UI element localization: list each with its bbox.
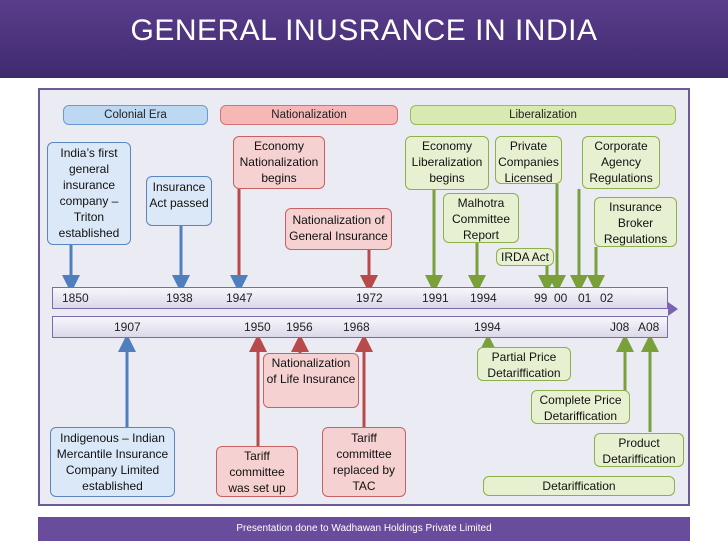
timeline-arrowhead: [668, 302, 678, 316]
year-label: 1907: [114, 320, 141, 334]
event-tariff-replaced: Tariff committee replaced by TAC: [322, 427, 406, 497]
event-nationalization-life: Nationalization of Life Insurance: [263, 353, 359, 408]
event-detariffication: Detariffication: [483, 476, 675, 496]
year-label: 02: [600, 291, 614, 305]
year-label: A08: [638, 320, 660, 334]
year-label: 1956: [286, 320, 313, 334]
title-bar: GENERAL INUSRANCE IN INDIA: [0, 0, 728, 78]
year-label: 1968: [343, 320, 370, 334]
event-corporate-agency: Corporate Agency Regulations: [582, 136, 660, 189]
event-partial-detariffication: Partial Price Detariffication: [477, 347, 571, 381]
event-nationalization-general: Nationalization of General Insurance: [285, 208, 392, 250]
timeline-bar-bottom: [52, 316, 668, 338]
event-complete-detariffication: Complete Price Detariffication: [531, 390, 630, 424]
event-economy-liberalization: Economy Liberalization begins: [405, 136, 489, 190]
year-label: 1950: [244, 320, 271, 334]
year-label: 1947: [226, 291, 253, 305]
event-private-companies: Private Companies Licensed: [495, 136, 562, 185]
event-insurance-act: Insurance Act passed: [146, 176, 212, 226]
era-nationalization: Nationalization: [220, 105, 398, 125]
year-label: 1938: [166, 291, 193, 305]
event-indigenous: Indigenous – Indian Mercantile Insurance…: [50, 427, 175, 497]
event-malhotra: Malhotra Committee Report: [443, 193, 519, 243]
era-liberalization: Liberalization: [410, 105, 676, 125]
year-label: 1850: [62, 291, 89, 305]
year-label: 1991: [422, 291, 449, 305]
year-label: 00: [554, 291, 568, 305]
year-label: J08: [610, 320, 630, 334]
year-label: 1994: [474, 320, 501, 334]
event-tariff-set: Tariff committee was set up: [216, 446, 298, 497]
event-product-detariffication: Product Detariffication: [594, 433, 684, 467]
year-label: 99: [534, 291, 548, 305]
event-irda-act: IRDA Act: [496, 248, 554, 266]
timeline-bar-top: [52, 287, 668, 309]
event-economy-nationalization: Economy Nationalization begins: [233, 136, 325, 189]
era-colonial: Colonial Era: [63, 105, 208, 125]
year-label: 1994: [470, 291, 497, 305]
slide-title: GENERAL INUSRANCE IN INDIA: [130, 14, 598, 47]
event-india-first: India’s first general insurance company …: [47, 142, 131, 245]
year-label: 01: [578, 291, 592, 305]
event-broker-regulations: Insurance Broker Regulations: [594, 197, 677, 247]
footer: Presentation done to Wadhawan Holdings P…: [38, 517, 690, 541]
year-label: 1972: [356, 291, 383, 305]
